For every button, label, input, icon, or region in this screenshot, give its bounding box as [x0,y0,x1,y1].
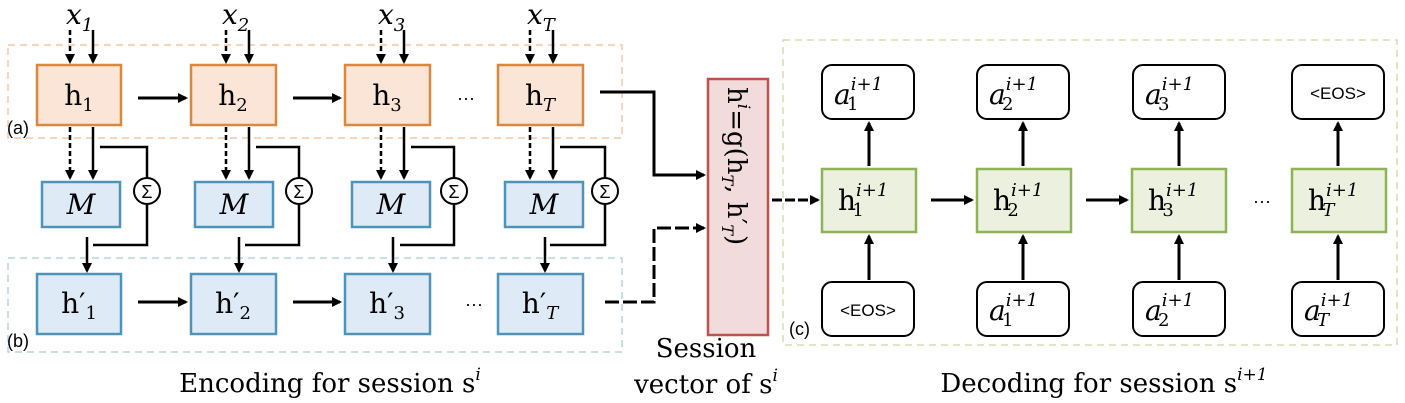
decoder-input-box [976,281,1070,337]
encoder-prime-box [343,272,432,336]
sum-nodes: Σ Σ Σ Σ [133,177,619,205]
encoder-prime-box [35,272,123,336]
sum-node [591,177,619,205]
memory-box [193,180,275,229]
input-arrows [65,30,558,64]
sum-node [440,177,468,205]
memory-label: M [376,188,407,221]
sum-symbol: Σ [293,182,304,202]
decoder-input-box [1132,281,1226,337]
decoder-output-box [1132,64,1226,120]
decoder-hidden-box [1130,167,1228,234]
session-vector-caption-2: vector of si [633,366,778,400]
sum-node [285,177,313,205]
panel-c-label: (c) [789,319,810,339]
sum-symbol: Σ [599,182,610,202]
memory-box [503,180,585,229]
encoder-hidden-box [189,63,278,127]
panel-b-label: (b) [7,331,29,351]
encoder-hidden-row: h1 h2 h3 hT [35,63,585,127]
session-vector-box [706,77,770,337]
sum-symbol: Σ [448,182,459,202]
decoder-ellipsis: ··· [1253,191,1271,211]
decoder-input-arrows [864,234,1343,280]
encoder-hidden-label: hT [525,79,557,116]
encoder-hidden-box [343,63,432,127]
panel-a-label: (a) [7,118,29,138]
encoder-prime-label: h′3 [369,287,405,324]
panel-b-frame [7,257,623,353]
decoder-output-box [1291,64,1385,120]
memory-box [40,180,122,229]
decoder-input-box [821,281,915,337]
decoding-caption: Decoding for session si+1 [940,365,1267,399]
memory-box [350,180,432,229]
encoding-caption: Encoding for session si [179,365,481,399]
encoder-hidden-label: h2 [218,79,248,116]
encoder-hidden-box [35,63,123,127]
encoder-prime-label: h′2 [215,287,251,324]
decoder-output-eos: <EOS> [1310,84,1366,103]
memory-row: M M M M [40,180,585,229]
memory-arrows [65,127,607,273]
decoder-hidden-box [1290,167,1388,234]
encoder-hidden-box [496,63,585,127]
encoder-prime-box [189,272,278,336]
encoder-prime-row: h′1 h′2 h′3 h′T [35,272,585,336]
decoder-input-box [1291,281,1385,337]
input-label: x1 [66,0,93,36]
encoder-prime-box [496,272,585,336]
memory-label: M [219,188,250,221]
to-session-vector-arrows [600,90,706,304]
session-vector-formula: hi=g(hT, h′T) [718,87,753,245]
sum-symbol: Σ [141,182,152,202]
sum-node [133,177,161,205]
encoder-prime-label: h′1 [61,287,97,324]
session-vector-caption-1: Session [656,334,757,364]
decoder-input-eos: <EOS> [840,301,896,320]
panel-c-frame [782,39,1398,346]
encoder-hidden-label: h3 [372,79,402,116]
decoder-output-box [976,64,1070,120]
encoder-ellipsis-bottom: ··· [465,294,483,314]
memory-label: M [529,188,560,221]
encoder-ellipsis-top: ··· [457,88,475,108]
decoder-output-arrows [864,121,1343,166]
decoder-hidden-box [975,167,1073,234]
decoder-output-box [821,64,915,120]
memory-label: M [66,188,97,221]
decoder-hidden-box [820,167,918,234]
input-label: x2 [222,0,249,36]
encoder-inputs: x1 x2 x3 xT [66,0,557,36]
input-label: x3 [378,0,405,36]
encoder-prime-label: h′T [522,287,560,324]
encoder-hidden-label: h1 [64,79,94,116]
